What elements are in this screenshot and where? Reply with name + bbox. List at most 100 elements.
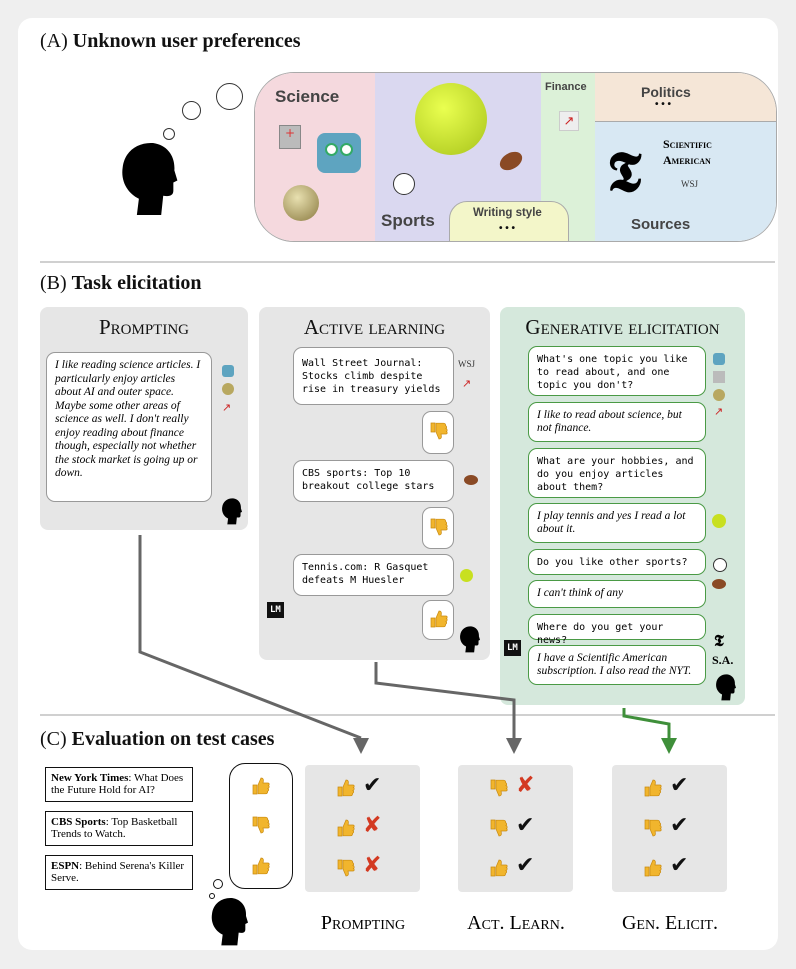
method-label: Gen. Elicit. bbox=[621, 912, 719, 934]
lm-question-bubble: Where do you get your news? bbox=[528, 614, 706, 646]
user-answer-bubble: I like to read about science, but not fi… bbox=[528, 402, 706, 442]
thumbs-up-icon bbox=[642, 858, 662, 878]
user-preference-statement: I like reading science articles. I parti… bbox=[46, 352, 212, 502]
planet-icon bbox=[283, 185, 319, 221]
science-label: Science bbox=[275, 87, 340, 106]
active-learning-panel: Active learning Wall Street Journal: Sto… bbox=[259, 307, 490, 660]
robot-icon bbox=[222, 365, 234, 377]
thought-bubble-tiny bbox=[209, 893, 215, 899]
thought-bubble-small bbox=[213, 879, 223, 889]
wsj-logo: WSJ bbox=[681, 179, 699, 189]
lm-badge: LM bbox=[267, 602, 284, 618]
section-c-heading: (C) Evaluation on test cases bbox=[40, 728, 275, 750]
finance-label: Finance bbox=[545, 81, 587, 93]
user-answer-bubble: I can't think of any bbox=[528, 580, 706, 608]
lm-question-bubble: What's one topic you like to read about,… bbox=[528, 346, 706, 396]
soccer-ball-icon bbox=[713, 558, 727, 572]
nyt-logo: 𝕿 bbox=[607, 139, 642, 205]
politics-more: • • • bbox=[655, 99, 672, 110]
nyt-logo: 𝕿 bbox=[714, 631, 724, 650]
test-case: New York Times: What Does the Future Hol… bbox=[45, 767, 193, 802]
divider bbox=[40, 714, 775, 716]
thumbs-up-icon bbox=[250, 856, 270, 876]
check-icon: ✔ bbox=[670, 813, 689, 838]
sports-label: Sports bbox=[381, 211, 435, 230]
lm-question-bubble: What are your hobbies, and do you enjoy … bbox=[528, 448, 706, 498]
scientific-american-logo: S.A. bbox=[712, 653, 734, 667]
thumbs-down-icon bbox=[428, 517, 448, 537]
check-icon: ✔ bbox=[516, 853, 535, 878]
user-head-icon bbox=[220, 497, 242, 525]
tennis-ball-icon bbox=[712, 514, 726, 528]
tennis-ball-icon bbox=[460, 569, 473, 582]
result-box-2: ✔ ✔ ✔ bbox=[612, 765, 727, 892]
cross-icon: ✘ bbox=[516, 773, 535, 798]
thumbs-down-icon bbox=[488, 778, 508, 798]
planet-icon bbox=[222, 383, 234, 395]
check-icon: ✔ bbox=[363, 773, 382, 798]
thumbs-up-icon bbox=[428, 609, 448, 629]
football-icon bbox=[464, 475, 478, 485]
cross-icon: ✘ bbox=[363, 853, 382, 878]
test-case: CBS Sports: Top Basketball Trends to Wat… bbox=[45, 811, 193, 846]
sources-region bbox=[595, 122, 776, 241]
football-icon bbox=[712, 579, 726, 589]
thumbs-down-icon bbox=[335, 858, 355, 878]
generative-elicitation-title: Generative elicitation bbox=[525, 315, 720, 339]
chart-increasing-icon: ↗ bbox=[714, 406, 724, 418]
lm-query-bubble: CBS sports: Top 10 breakout college star… bbox=[293, 460, 454, 502]
sources-label: Sources bbox=[631, 216, 691, 233]
thought-bubble-large bbox=[216, 83, 243, 110]
lm-query-bubble: Tennis.com: R Gasquet defeats M Huesler bbox=[293, 554, 454, 596]
writing-style-label: Writing style bbox=[473, 207, 542, 219]
politics-label: Politics bbox=[641, 84, 691, 100]
section-a-heading: (A) Unknown user preferences bbox=[40, 30, 301, 52]
politics-region bbox=[595, 73, 776, 122]
test-case: ESPN: Behind Serena's Killer Serve. bbox=[45, 855, 193, 890]
thumbs-down-icon bbox=[250, 815, 270, 835]
user-head-icon bbox=[714, 673, 736, 701]
thought-bubble-medium bbox=[182, 101, 201, 120]
user-answer-bubble: I have a Scientific American subscriptio… bbox=[528, 645, 706, 685]
check-icon: ✔ bbox=[516, 813, 535, 838]
tennis-ball-icon bbox=[415, 83, 487, 155]
result-box-1: ✘ ✔ ✔ bbox=[458, 765, 573, 892]
wsj-logo: WSJ bbox=[458, 359, 476, 369]
chart-increasing-icon: ↗ bbox=[462, 378, 472, 390]
user-response-bubble bbox=[422, 600, 454, 640]
check-icon: ✔ bbox=[670, 853, 689, 878]
thumbs-up-icon bbox=[335, 778, 355, 798]
lm-query-bubble: Wall Street Journal: Stocks climb despit… bbox=[293, 347, 454, 405]
user-head-icon bbox=[458, 625, 480, 653]
lm-question-bubble: Do you like other sports? bbox=[528, 549, 706, 575]
thumbs-down-icon bbox=[428, 421, 448, 441]
writing-style-region bbox=[449, 201, 569, 241]
user-head-icon bbox=[116, 140, 178, 216]
user-answer-bubble: I play tennis and yes I read a lot about… bbox=[528, 503, 706, 543]
result-box-0: ✔✘✘ bbox=[305, 765, 420, 892]
thumbs-up-icon bbox=[488, 858, 508, 878]
thumbs-up-icon bbox=[642, 778, 662, 798]
divider bbox=[40, 261, 775, 263]
active-learning-title: Active learning bbox=[303, 315, 446, 339]
preference-map: Science Sports Finance Politics • • • So… bbox=[254, 72, 777, 242]
method-label: Act. Learn. bbox=[467, 912, 565, 934]
thumbs-down-icon bbox=[488, 818, 508, 838]
thumbs-up-icon bbox=[250, 776, 270, 796]
planet-icon bbox=[713, 389, 725, 401]
section-b-heading: (B) Task elicitation bbox=[40, 272, 202, 294]
writing-style-more: • • • bbox=[499, 223, 516, 234]
thumbs-up-icon bbox=[335, 818, 355, 838]
chart-increasing-icon: ↗ bbox=[559, 111, 579, 131]
thumbs-down-icon bbox=[642, 818, 662, 838]
thought-bubble-small bbox=[163, 128, 175, 140]
ground-truth-thought bbox=[229, 763, 293, 889]
prompting-title: Prompting bbox=[98, 315, 190, 339]
method-label: Prompting bbox=[320, 912, 406, 934]
user-response-bubble bbox=[422, 411, 454, 454]
soccer-ball-icon bbox=[393, 173, 415, 195]
check-icon: ✔ bbox=[670, 773, 689, 798]
lm-badge: LM bbox=[504, 640, 521, 656]
hospital-icon: + bbox=[279, 125, 301, 149]
prompting-panel: Prompting I like reading science article… bbox=[40, 307, 248, 530]
